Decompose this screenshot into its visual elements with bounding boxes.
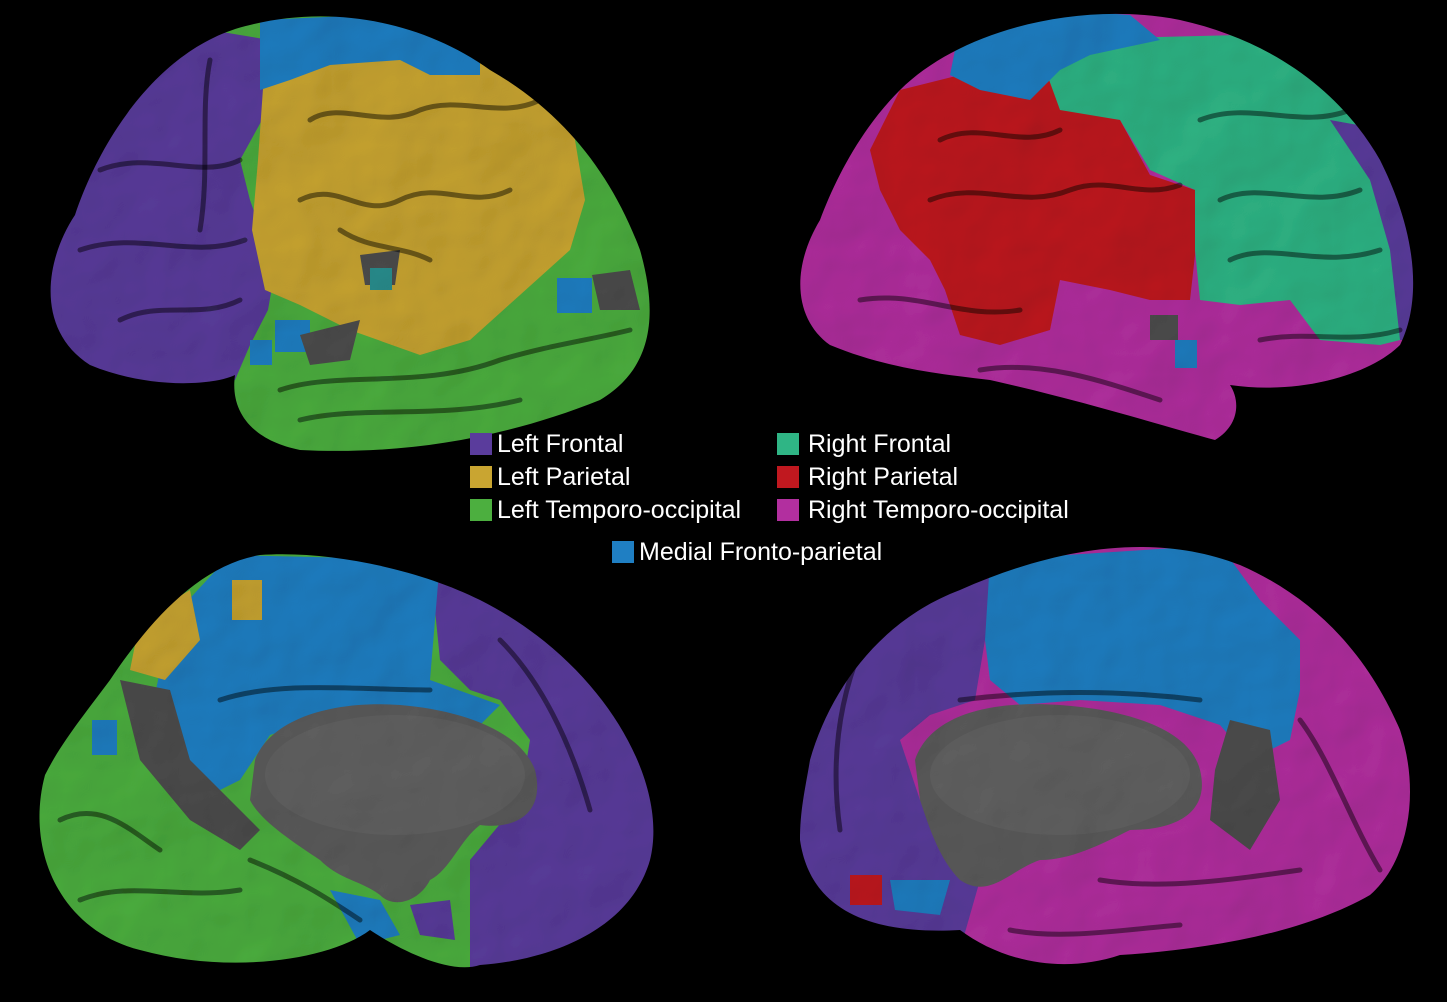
left-parietal-region [252, 60, 585, 355]
right-frontal-region [1040, 30, 1414, 345]
left-lateral-hemisphere [50, 16, 650, 451]
medial-fronto-parietal-lower-right [890, 880, 950, 915]
medial-fronto-parietal-patch-lm [92, 720, 117, 755]
right-medial-hemisphere [800, 546, 1410, 965]
right-medial-callosum-shading [930, 715, 1190, 835]
medial-fronto-parietal-patch-left-2 [557, 278, 592, 313]
left-parietal-medial-patch-2 [232, 580, 262, 620]
unassigned-cortex-left-1 [300, 320, 360, 365]
medial-fronto-parietal-lower-left [330, 890, 400, 945]
teal-patch-left [370, 268, 392, 290]
right-parietal-region [870, 55, 1195, 345]
medial-fronto-parietal-patch-left-3 [250, 340, 272, 365]
right-lateral-hemisphere [800, 13, 1414, 440]
right-parietal-medial-patch [850, 875, 882, 905]
left-medial-hemisphere [39, 554, 654, 968]
unassigned-cortex-medial-right [1210, 720, 1280, 850]
unassigned-cortex-right-1 [1150, 315, 1178, 340]
left-medial-callosum-shading [265, 715, 525, 835]
left-frontal-medial-patch [410, 900, 455, 940]
medial-fronto-parietal-right-medial [985, 546, 1300, 760]
left-parietal-medial-patch [130, 590, 200, 680]
medial-fronto-parietal-top-right [950, 13, 1160, 100]
unassigned-cortex-medial-left [120, 680, 260, 850]
unassigned-cortex-left-2 [592, 270, 640, 310]
right-medial-corpus-callosum [915, 704, 1202, 887]
medial-fronto-parietal-patch-right [1175, 340, 1197, 368]
left-medial-corpus-callosum [250, 704, 538, 903]
